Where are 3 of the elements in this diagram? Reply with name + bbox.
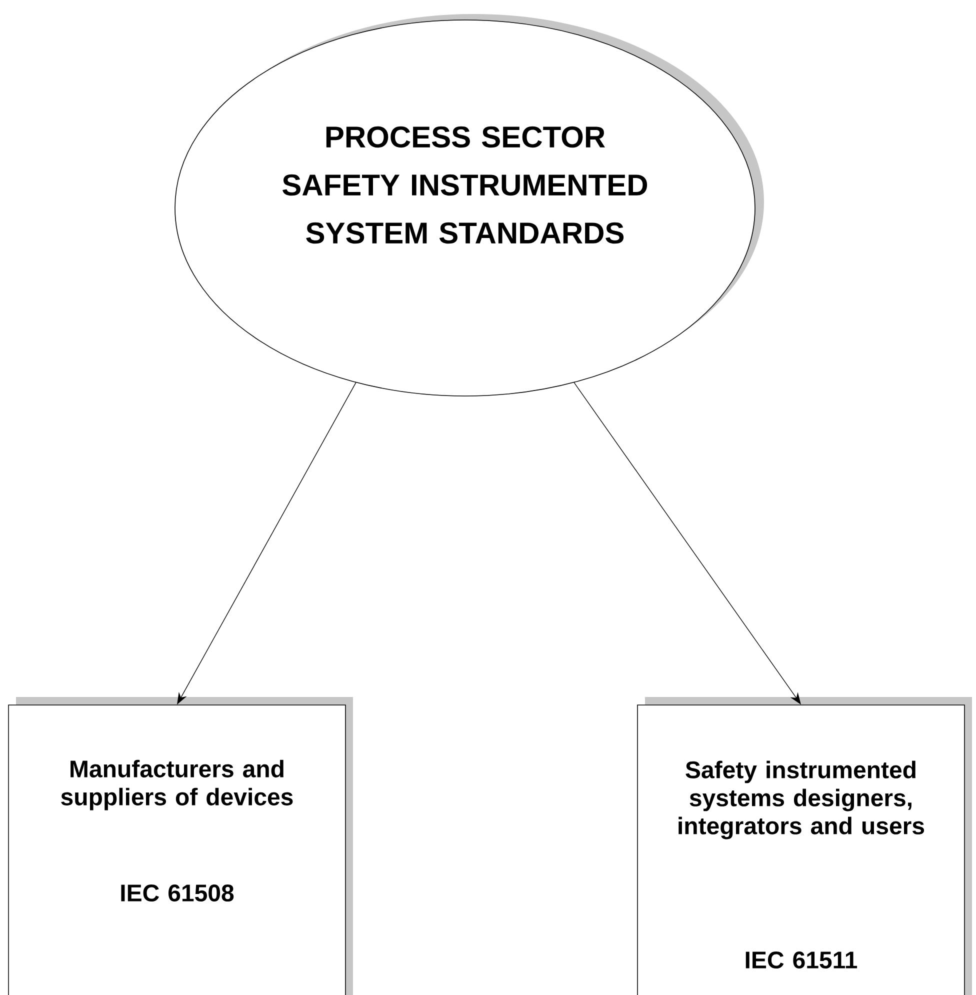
ellipse-node: PROCESS SECTOR SAFETY INSTRUMENTED SYSTEM STANDARDS — [174, 14, 764, 396]
process-box: Safety instrumented systems designers, integrators and users IEC 61511 — [637, 697, 972, 995]
process-box: Manufacturers and suppliers of devices IEC 61508 — [8, 697, 353, 995]
